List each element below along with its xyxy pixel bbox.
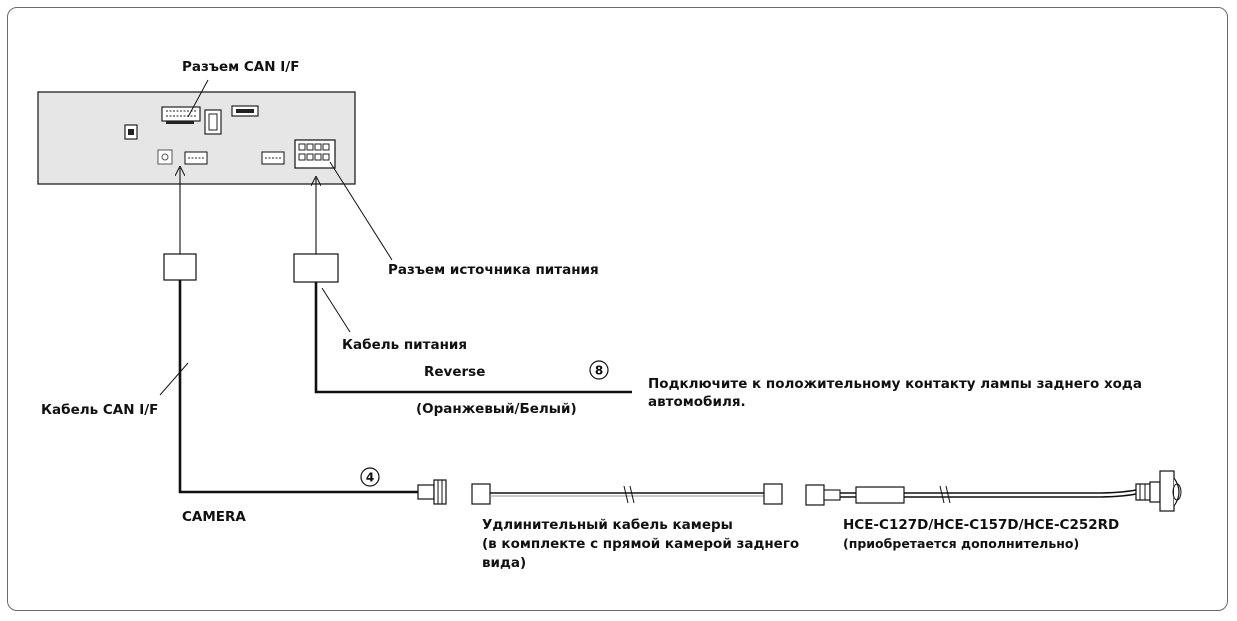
fuse-port [124, 124, 138, 140]
can-if-cable [163, 168, 418, 494]
extension-cable-label-line2: (в комплекте с прямой камерой заднего [482, 536, 799, 552]
hdmi-port [231, 105, 259, 117]
camera-cable [805, 484, 1137, 506]
svg-text:4: 4 [366, 471, 374, 485]
reverse-note-line1: Подключите к положительному контакту лам… [648, 376, 1142, 392]
power-cable [293, 178, 632, 394]
power-cable-label: Кабель питания [342, 337, 467, 353]
head-unit [37, 91, 356, 185]
reverse-color-label: (Оранжевый/Белый) [416, 401, 577, 417]
power-cable-leader [321, 287, 351, 333]
can-cable-label: Кабель CAN I/F [41, 402, 158, 418]
diagram-frame [7, 7, 1228, 611]
camera-rca-connector [417, 479, 447, 505]
power-port [294, 139, 336, 169]
rear-camera [1135, 470, 1182, 512]
power-label-leader [329, 161, 393, 261]
can-label-leader [187, 79, 209, 118]
camera-models-label: HCE-C127D/HCE-C157D/HCE-C252RD [843, 517, 1119, 533]
antenna-port [157, 149, 173, 165]
callout-8: 8 [589, 360, 609, 380]
can-cable-leader [159, 362, 189, 396]
can-connector-label: Разъем CAN I/F [182, 59, 299, 75]
camera-label: CAMERA [182, 509, 246, 525]
power-connector-label: Разъем источника питания [388, 262, 599, 278]
svg-text:8: 8 [595, 364, 603, 378]
can-if-port [161, 106, 201, 124]
reverse-label: Reverse [424, 364, 485, 380]
small-port-left [184, 151, 208, 165]
power-plug [293, 253, 339, 283]
extension-cable-label-line1: Удлинительный кабель камеры [482, 517, 733, 533]
small-port-right [261, 151, 285, 165]
reverse-note-line2: автомобиля. [648, 394, 746, 410]
can-plug [163, 253, 197, 281]
callout-4: 4 [360, 467, 380, 487]
camera-optional-label: (приобретается дополнительно) [843, 536, 1079, 551]
aux-port [204, 109, 222, 135]
extension-cable [471, 483, 783, 505]
extension-cable-label-line3: вида) [482, 555, 526, 571]
